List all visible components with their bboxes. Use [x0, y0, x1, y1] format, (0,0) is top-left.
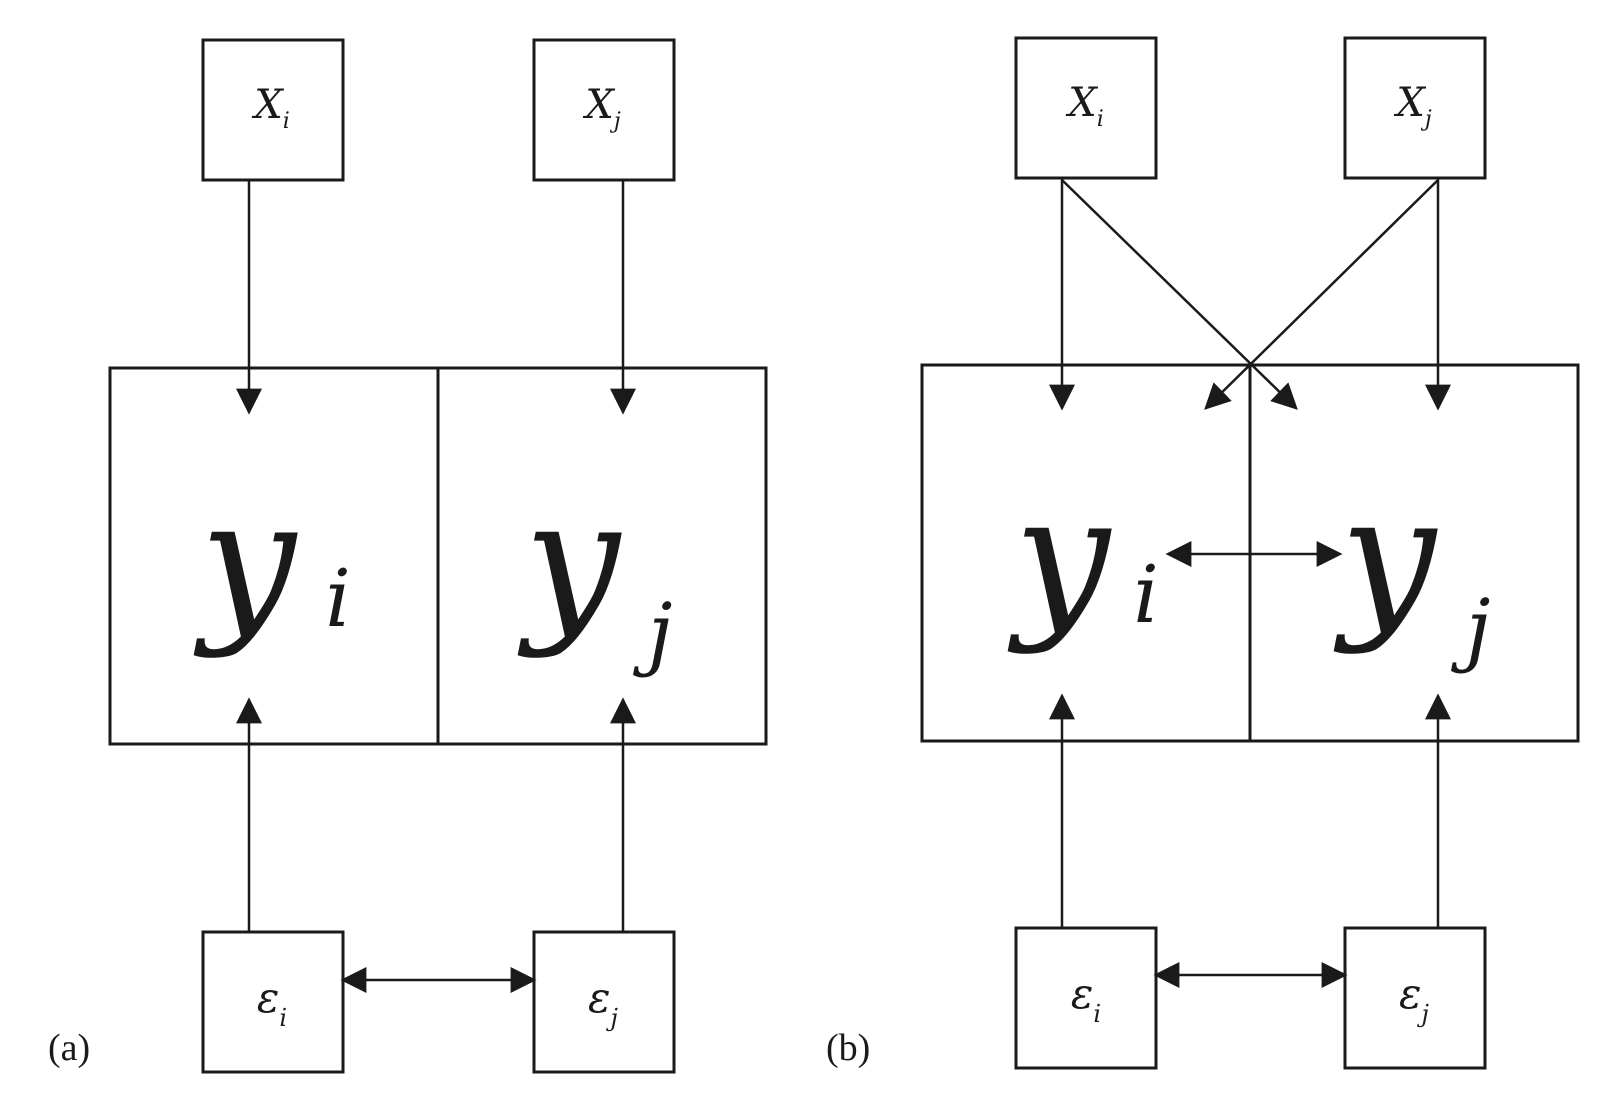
y-i-label-b: y	[1007, 459, 1112, 657]
x-i-subscript: i	[283, 109, 290, 134]
epsilon-i-node: εi	[201, 930, 345, 1074]
x-i-node-b: Xi	[1014, 36, 1158, 180]
y-i-subscript-b: i	[1133, 548, 1159, 641]
y-i-symbol: y	[193, 463, 298, 661]
epsilon-j-symbol: ε	[588, 973, 611, 1022]
svg-text:Xi: Xi	[1065, 80, 1104, 132]
x-j-symbol-b: X	[1393, 80, 1426, 126]
epsilon-i-node-b: εi	[1014, 926, 1158, 1070]
svg-text:Xj: Xj	[582, 82, 620, 134]
y-i-symbol-b: y	[1007, 459, 1112, 657]
epsilon-j-symbol-b: ε	[1399, 969, 1422, 1018]
y-j-symbol-b: y	[1333, 459, 1438, 657]
epsilon-i-symbol: ε	[257, 973, 280, 1022]
svg-text:εi: εi	[1071, 969, 1101, 1028]
panel-b-label: (b)	[826, 1027, 870, 1069]
y-node	[108, 366, 768, 746]
x-i-symbol-b: X	[1065, 80, 1098, 126]
y-j-label-b: y	[1333, 459, 1438, 657]
y-j-symbol: y	[517, 463, 622, 661]
epsilon-i-subscript-b: i	[1093, 1000, 1101, 1028]
epsilon-i-symbol-b: ε	[1071, 969, 1094, 1018]
edge-x-j-to-y-i-b	[1204, 179, 1439, 410]
x-i-subscript-b: i	[1097, 107, 1104, 132]
panel-a-label: (a)	[48, 1027, 90, 1069]
edge-x-i-to-y-j-b	[1061, 179, 1298, 410]
x-i-symbol: X	[251, 82, 284, 128]
x-i-node: Xi	[201, 38, 345, 182]
y-i-label: y	[193, 463, 298, 661]
x-j-node: Xj	[532, 38, 676, 182]
panel-b: Xi Xj y i y j εi	[826, 36, 1580, 1070]
y-i-subscript: i	[325, 552, 351, 645]
y-j-label: y	[517, 463, 622, 661]
svg-text:Xi: Xi	[251, 82, 290, 134]
x-j-symbol: X	[582, 82, 615, 128]
panel-a: Xi Xj y i y j εi	[48, 38, 768, 1074]
svg-text:εi: εi	[257, 973, 287, 1032]
x-j-node-b: Xj	[1343, 36, 1487, 180]
svg-text:εj: εj	[588, 973, 619, 1032]
epsilon-i-subscript: i	[279, 1004, 287, 1032]
svg-text:Xj: Xj	[1393, 80, 1431, 132]
epsilon-j-node-b: εj	[1343, 926, 1487, 1070]
epsilon-j-node: εj	[532, 930, 676, 1074]
